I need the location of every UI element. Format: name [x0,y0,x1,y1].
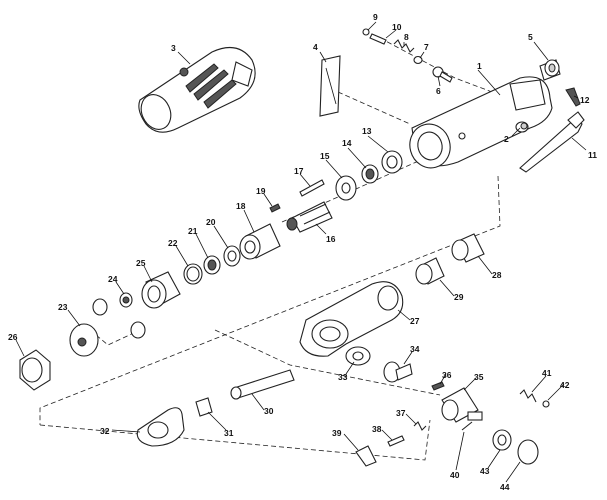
part-18-cylinder [239,223,281,260]
callout-29: 29 [454,292,464,302]
callout-26: 26 [8,332,18,342]
callout-6: 6 [436,86,441,96]
callout-42: 42 [560,380,570,390]
callout-23: 23 [58,302,68,312]
part-33-washer [345,346,371,366]
callout-16: 16 [326,234,336,244]
callout-2: 2 [504,134,509,144]
callout-15: 15 [320,151,330,161]
part-39-reverse-lever [355,445,377,467]
callout-40: 40 [450,470,460,480]
part-20-end-plate [223,245,241,267]
part-26-lock-nut [19,349,51,391]
assembly-line-upper [337,91,411,125]
callout-41: 41 [542,368,552,378]
part-28-bushing [451,233,485,263]
callout-44: 44 [500,482,510,492]
part-38-pin [387,435,405,447]
assembly-line-ratchet [214,329,441,396]
callout-21: 21 [188,226,198,236]
callout-7: 7 [424,42,429,52]
callout-1: 1 [477,61,482,71]
callout-35: 35 [474,372,484,382]
callout-33: 33 [338,372,348,382]
part-4-gasket [319,55,341,117]
part-24-planet-gear [119,292,133,308]
part-6-valve-stem [432,66,453,83]
part-43-washer [492,429,512,451]
part-10-seal [369,33,387,45]
callout-37: 37 [396,408,406,418]
part-22-washer [183,263,203,285]
callout-43: 43 [480,466,490,476]
callout-4: 4 [313,42,318,52]
callout-25: 25 [136,258,146,268]
part-25-ring-gear [141,271,181,309]
callout-11: 11 [588,150,597,160]
part-30-drive-shaft [230,369,295,400]
callout-labels: 1 2 3 4 5 6 7 8 9 10 11 12 13 14 15 16 1… [8,12,597,492]
part-37-spring [413,421,427,431]
part-14-bearing [361,164,379,184]
part-40-pin [461,421,473,431]
callout-19: 19 [256,186,266,196]
callout-34: 34 [410,344,420,354]
part-41-spring [519,389,537,403]
part-27-ratchet-housing [299,281,404,357]
part-1-housing [409,76,553,169]
part-31-anvil [195,397,213,417]
part-7-oring [413,55,423,65]
part-9-ball [362,28,370,36]
part-5-inlet-bushing [539,59,561,81]
part-12-lever-pin [565,87,581,107]
callout-13: 13 [362,126,372,136]
part-15-end-plate [335,175,357,201]
part-21-bearing [203,255,221,275]
part-19-pin [269,203,281,213]
callout-20: 20 [206,217,216,227]
callout-24: 24 [108,274,118,284]
part-32-ratchet-yoke [136,407,185,447]
callout-18: 18 [236,201,246,211]
callout-17: 17 [294,166,304,176]
callout-8: 8 [404,32,409,42]
part-13-bearing [381,150,403,174]
callout-31: 31 [224,428,234,438]
callout-12: 12 [580,95,590,105]
callout-5: 5 [528,32,533,42]
part-34-plate [383,361,413,383]
part-16-rotor [286,201,333,233]
part-11-throttle-lever [519,111,585,173]
callout-14: 14 [342,138,352,148]
leader-lines [15,21,587,483]
callout-27: 27 [410,316,420,326]
part-29-bushing [415,257,445,285]
callout-38: 38 [372,424,382,434]
part-35-ratchet-pawl-assembly [441,387,483,423]
callout-30: 30 [264,406,274,416]
part-23-gear-carrier [69,298,146,357]
callout-3: 3 [171,43,176,53]
part-17-vane [299,179,325,197]
part-42-ball [542,400,550,408]
callout-39: 39 [332,428,342,438]
callout-10: 10 [392,22,402,32]
callout-9: 9 [373,12,378,22]
callout-22: 22 [168,238,178,248]
callout-36: 36 [442,370,452,380]
part-44-retaining-ring [517,439,539,465]
callout-28: 28 [492,270,502,280]
part-3-grip-sleeve [138,46,256,133]
callout-32: 32 [100,426,110,436]
assembly-line-left-loop [39,175,501,425]
part-36-pin [431,381,445,391]
